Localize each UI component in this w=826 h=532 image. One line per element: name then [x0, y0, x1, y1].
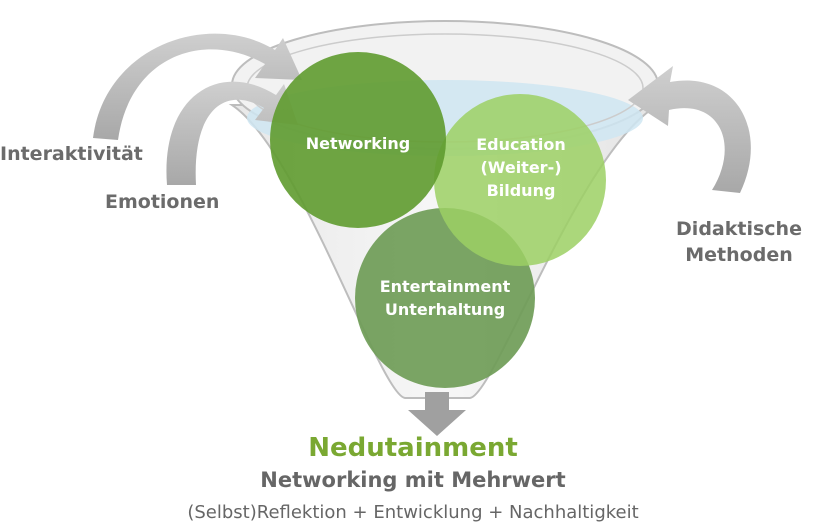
education-line-3: Bildung: [486, 181, 556, 200]
label-emotionen: Emotionen: [105, 191, 220, 213]
result-tagline: (Selbst)Reflektion + Entwicklung + Nachh…: [187, 502, 639, 523]
education-label: Education (Weiter-) Bildung: [461, 133, 581, 202]
entertainment-label: Entertainment Unterhaltung: [375, 275, 515, 321]
curved-arrow-didaktische-icon: [628, 66, 751, 193]
label-methoden: Methoden: [685, 244, 793, 266]
down-arrow-icon: [408, 392, 466, 436]
education-line-1: Education: [476, 135, 566, 154]
label-didaktische: Didaktische: [676, 218, 802, 240]
label-didaktische-methoden: Didaktische Methoden: [674, 216, 804, 268]
label-interaktivitaet: Interaktivität: [0, 143, 143, 165]
result-subtitle: Networking mit Mehrwert: [260, 468, 566, 492]
entertainment-line-2: Unterhaltung: [384, 300, 506, 319]
entertainment-line-1: Entertainment: [379, 277, 511, 296]
education-line-2: (Weiter-): [480, 158, 562, 177]
circle-education: [434, 94, 606, 266]
curved-arrow-interaktivitaet-icon: [93, 33, 302, 140]
curved-arrow-emotionen-icon: [166, 81, 298, 185]
networking-label: Networking: [305, 134, 411, 153]
circle-networking: [270, 52, 446, 228]
result-title: Nedutainment: [308, 433, 518, 463]
